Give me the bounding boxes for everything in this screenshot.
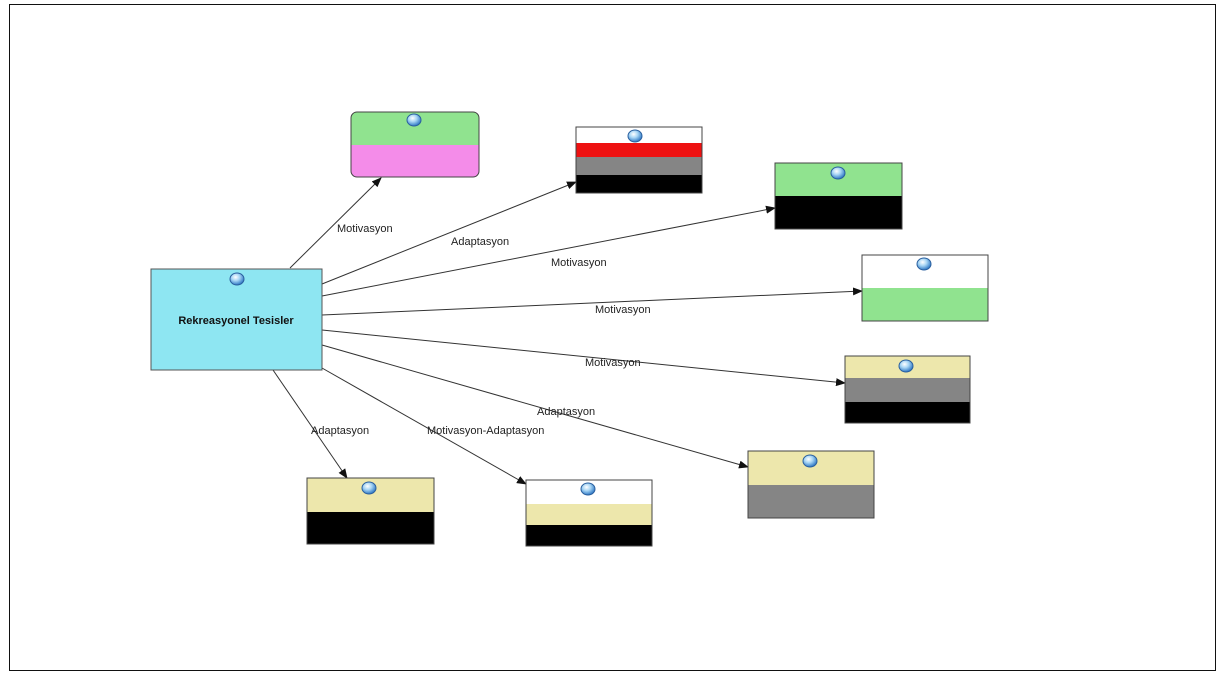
edge-label-motivasyon-adaptasyon: Motivasyon-Adaptasyon xyxy=(427,425,544,437)
edge-label-adaptasyon-1: Adaptasyon xyxy=(451,236,509,248)
node-khaki-gray-black[interactable] xyxy=(844,355,971,424)
globe-icon xyxy=(361,481,377,495)
node-green-black[interactable] xyxy=(774,162,903,230)
globe-icon xyxy=(830,166,846,180)
globe-icon xyxy=(898,359,914,373)
edge-label-motivasyon-3: Motivasyon xyxy=(595,304,651,316)
edge-center-to-green-black-node[interactable] xyxy=(321,205,776,297)
globe-icon xyxy=(916,257,932,271)
node-green-pink[interactable] xyxy=(350,111,480,178)
edge-label-adaptasyon-2: Adaptasyon xyxy=(537,406,595,418)
edge-center-to-khaki-gray-black-node[interactable] xyxy=(321,329,846,387)
node-white-red-gray-black[interactable] xyxy=(575,126,703,194)
edge-center-to-white-khaki-black-node[interactable] xyxy=(321,367,527,485)
node-white-khaki-black[interactable] xyxy=(525,479,653,547)
edge-labels: Motivasyon Adaptasyon Motivasyon Motivas… xyxy=(311,223,651,437)
edge-label-motivasyon-2: Motivasyon xyxy=(551,257,607,269)
node-white-green[interactable] xyxy=(861,254,989,322)
edge-center-to-khaki-gray-node[interactable] xyxy=(321,344,749,469)
globe-icon xyxy=(580,482,596,496)
globe-icon xyxy=(627,129,643,143)
edge-label-motivasyon-1: Motivasyon xyxy=(337,223,393,235)
node-khaki-gray[interactable] xyxy=(747,450,875,519)
node-khaki-black[interactable] xyxy=(306,477,435,545)
center-node-rekreasyonel-tesisler[interactable]: Rekreasyonel Tesisler xyxy=(150,268,323,371)
edge-center-to-pink-node[interactable] xyxy=(289,177,382,269)
globe-icon xyxy=(406,113,422,127)
edge-center-to-white-green-node[interactable] xyxy=(321,287,863,316)
connectors xyxy=(272,177,863,485)
edge-label-adaptasyon-3: Adaptasyon xyxy=(311,425,369,437)
edge-center-to-khaki-black-node[interactable] xyxy=(272,369,348,479)
edge-label-motivasyon-4: Motivasyon xyxy=(585,357,641,369)
globe-icon xyxy=(802,454,818,468)
center-node-label: Rekreasyonel Tesisler xyxy=(178,315,294,327)
edge-center-to-red-striped-node[interactable] xyxy=(321,181,577,285)
globe-icon xyxy=(229,272,245,286)
